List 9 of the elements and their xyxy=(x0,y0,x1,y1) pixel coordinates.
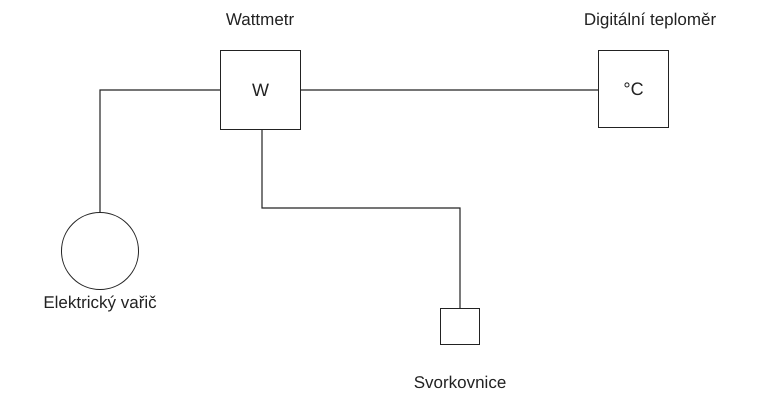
device-label: Elektrický vařič xyxy=(43,293,157,313)
device-label: Wattmetr xyxy=(226,10,294,30)
wattmeter-box: W xyxy=(220,50,301,130)
wire xyxy=(261,130,461,308)
wire xyxy=(301,89,598,91)
wire xyxy=(99,89,220,212)
device-label: Digitální teploměr xyxy=(584,10,716,30)
thermometer-box: °C xyxy=(598,50,669,128)
device-label: Svorkovnice xyxy=(414,373,506,393)
